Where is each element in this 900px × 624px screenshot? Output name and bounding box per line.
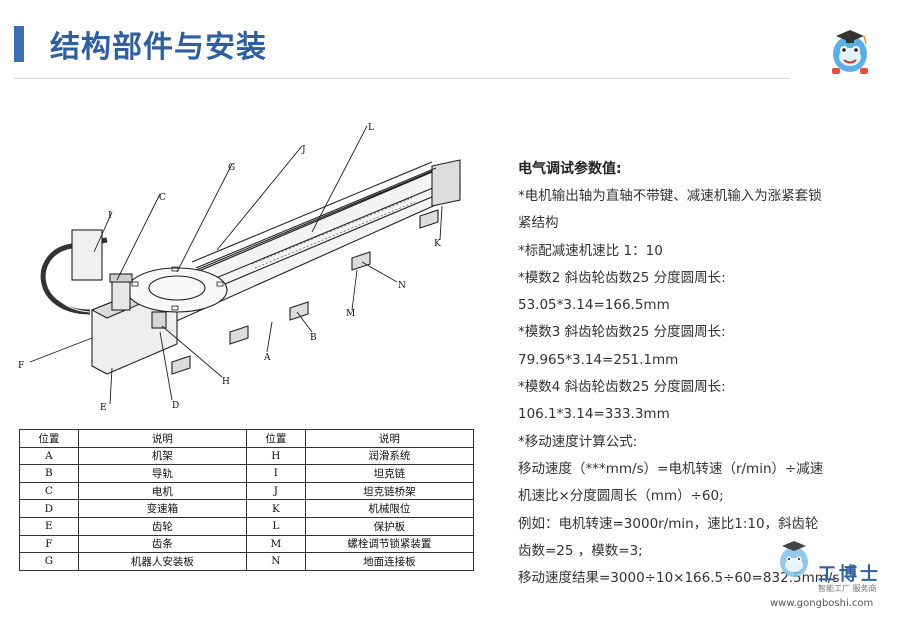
label-H: H [222,377,230,387]
header-cell: 说明 [77,429,247,448]
brand-mascot-icon [780,541,808,577]
linear-rail-drawing: L G J C I K N M B A F H D E [18,123,461,413]
label-K: K [434,239,441,249]
brand-tagline: 智能工厂 服务商 [818,584,877,593]
table-cell: M [245,534,306,554]
header-cell: 位置 [19,429,79,448]
table-cell: F [19,534,79,554]
label-G: G [228,163,235,173]
table-cell: C [19,481,79,501]
spec-line: *移动速度计算公式: [518,433,638,450]
page-title: 结构部件与安装 [50,30,267,65]
header-cell: 说明 [304,429,475,448]
label-E: E [100,403,107,413]
label-F: F [18,361,24,371]
spec-line: 紧结构 [518,215,559,232]
mascot-logo-icon [832,30,868,74]
table-cell: I [245,464,306,483]
label-D: D [172,401,179,411]
table-row: G 机器人安装板 N 地面连接板 [19,552,475,571]
label-A: A [263,353,271,363]
table-cell: 机器人安装板 [77,552,247,571]
brand-url: www.gongboshi.com [770,598,874,609]
table-cell: L [245,516,306,536]
title-accent-bar [14,26,24,62]
table-cell: 地面连接板 [304,552,475,571]
table-cell: 保护板 [304,516,475,536]
table-cell: K [245,499,306,518]
table-cell: N [245,552,306,571]
spec-line: 机速比×分度圆周长（mm）÷60; [518,488,724,505]
spec-line: *模数4 斜齿轮齿数25 分度圆周长: [518,379,726,396]
spec-line: 齿数=25 ，模数=3; [518,542,643,559]
label-J: J [301,145,306,155]
table-cell: D [19,499,79,518]
title-divider [14,78,790,79]
table-cell: 变速箱 [77,499,247,518]
table-cell: H [245,446,306,466]
spec-line: *模数3 斜齿轮齿数25 分度圆周长: [518,324,726,341]
spec-line: 例如：电机转速=3000r/min，速比1:10，斜齿轮 [518,515,819,532]
label-L: L [368,123,374,133]
spec-line: 79.965*3.14=251.1mm [518,351,679,368]
table-cell: 润滑系统 [304,446,475,466]
table-cell: J [245,481,306,501]
table-cell: 齿条 [77,534,247,554]
table-cell: 坦克链 [304,464,475,483]
table-cell: G [19,552,79,571]
spec-line: 移动速度（***mm/s）=电机转速（r/min）÷减速 [518,460,824,477]
table-cell: 机械限位 [304,499,475,518]
label-M: M [346,309,355,319]
table-cell: A [19,446,79,466]
parts-table: 位置 说明 位置 说明 A 机架 H 润滑系统 B 导轨 I 坦克链 C 电机 … [19,429,475,571]
table-cell: 螺栓调节锁紧装置 [304,534,475,554]
header-cell: 位置 [245,429,306,448]
table-cell: B [19,464,79,483]
table-row: B 导轨 I 坦克链 [19,464,475,483]
spec-line: *电机输出轴为直轴不带键、减速机输入为涨紧套锁 [518,188,822,204]
table-row: F 齿条 M 螺栓调节锁紧装置 [19,534,475,554]
table-cell: 机架 [77,446,247,466]
spec-list: *电机输出轴为直轴不带键、减速机输入为涨紧套锁 紧结构 *标配减速机速比 1：1… [518,183,888,592]
table-cell: 电机 [77,481,247,501]
table-cell: 坦克链桥架 [304,481,475,501]
table-cell: 齿轮 [77,516,247,536]
label-I: I [108,211,112,221]
spec-line: 移动速度结果=3000÷10×166.5÷60=832.5mm/s [518,570,840,587]
table-header-row: 位置 说明 位置 说明 [19,429,475,448]
spec-line: 106.1*3.14=333.3mm [518,406,670,423]
table-cell: 导轨 [77,464,247,483]
table-row: E 齿轮 L 保护板 [19,516,475,536]
label-B: B [310,333,317,343]
spec-line: *标配减速机速比 1：10 [518,242,663,259]
spec-title: 电气调试参数值: [518,161,622,177]
label-C: C [159,193,166,203]
table-row: C 电机 J 坦克链桥架 [19,481,475,501]
table-row: A 机架 H 润滑系统 [19,446,475,466]
label-N: N [398,281,406,291]
brand-name: 工博士 [818,564,881,585]
table-row: D 变速箱 K 机械限位 [19,499,475,518]
spec-line: *模数2 斜齿轮齿数25 分度圆周长: [518,269,726,286]
spec-line: 53.05*3.14=166.5mm [518,297,670,314]
table-cell: E [19,516,79,536]
